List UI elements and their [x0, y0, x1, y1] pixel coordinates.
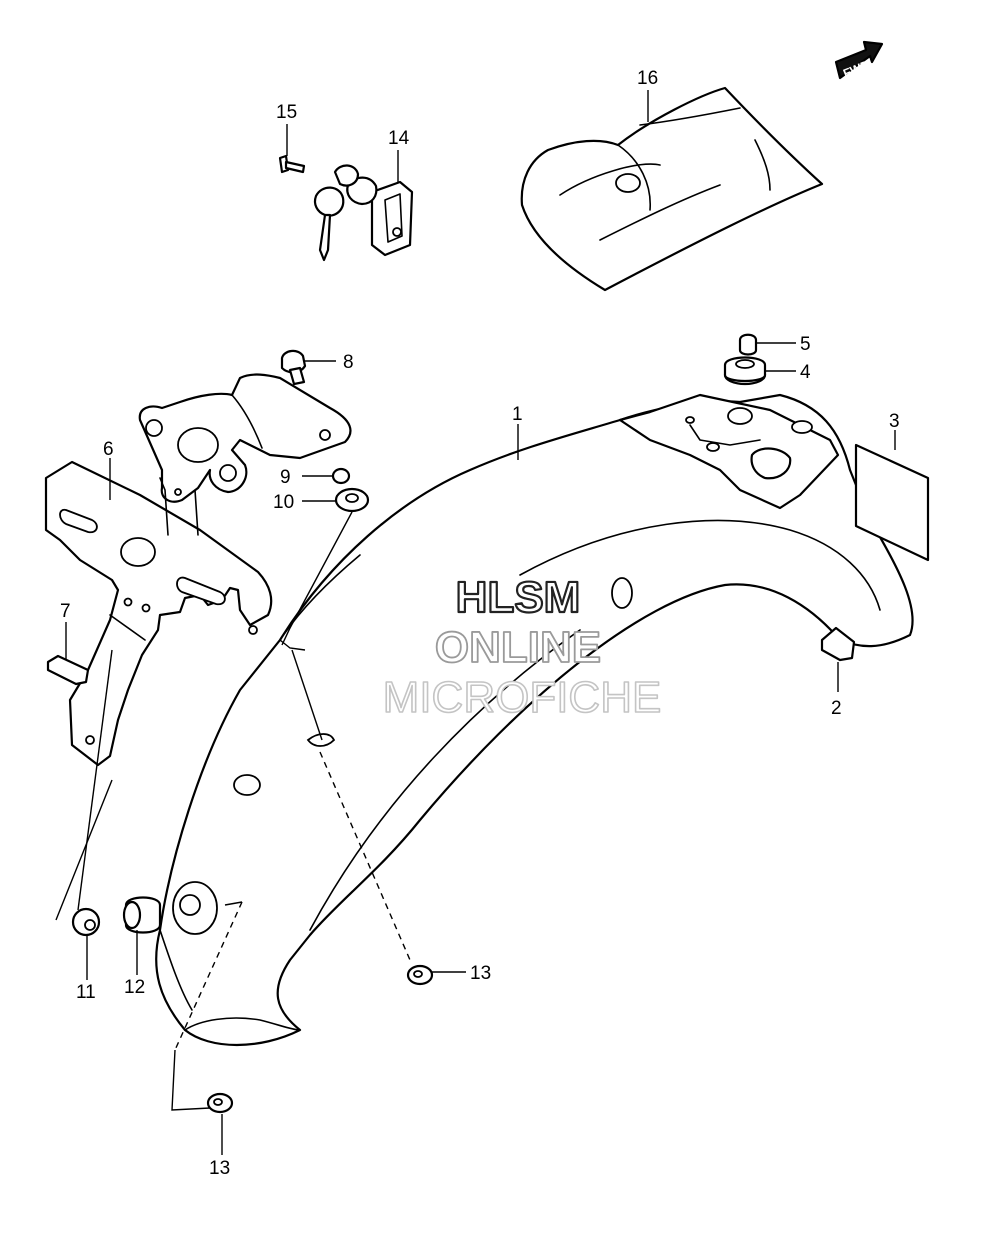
callout-leaders [65, 90, 896, 1155]
collar-part-5[interactable] [738, 333, 758, 356]
assembly-line [291, 649, 323, 741]
callout-15: 15 [276, 102, 297, 123]
callout-8: 8 [343, 352, 354, 373]
callout-13a: 13 [470, 963, 491, 984]
assembly-line [174, 901, 243, 1051]
grommet-part-10[interactable] [334, 487, 370, 513]
watermark-line-3: MICROFICHE [383, 673, 662, 722]
collar-part-9[interactable] [331, 467, 351, 485]
nut-part-13a[interactable] [406, 964, 434, 986]
plate-part-3[interactable] [854, 443, 930, 562]
watermark: HLSM ONLINE MICROFICHE [382, 572, 662, 723]
watermark-line-2: ONLINE [435, 623, 601, 672]
callout-13b: 13 [209, 1158, 230, 1179]
assembly-line [77, 649, 113, 911]
grommet-part-4[interactable] [723, 356, 767, 386]
callout-10: 10 [273, 492, 294, 513]
callout-12: 12 [124, 977, 145, 998]
mount-bracket [138, 373, 352, 503]
callout-14: 14 [388, 128, 410, 149]
callout-16: 16 [637, 68, 658, 89]
fwd-arrow-icon: FWD [834, 40, 884, 81]
screw-part-15[interactable] [278, 154, 306, 174]
callout-2: 2 [831, 698, 842, 719]
callout-3: 3 [889, 411, 900, 432]
seat-lock-part-14[interactable] [313, 164, 414, 262]
rear-fender-part-1[interactable] [155, 393, 914, 1047]
bolt-part-8[interactable] [280, 349, 307, 386]
assembly-line [281, 511, 353, 646]
assembly-line [171, 1049, 211, 1111]
cushion-part-12[interactable] [122, 896, 162, 934]
assembly-line [224, 901, 243, 906]
nut-part-13b[interactable] [206, 1092, 234, 1114]
washer-part-11[interactable] [71, 907, 101, 937]
callout-4: 4 [800, 362, 811, 383]
callout-1: 1 [512, 404, 523, 425]
reflector-part-2[interactable] [820, 626, 856, 662]
pad-part-7[interactable] [46, 654, 90, 686]
callout-11: 11 [76, 982, 96, 1003]
seat-cowl-part-16[interactable] [520, 86, 824, 292]
watermark-line-1: HLSM [456, 573, 581, 622]
callout-9: 9 [280, 467, 291, 488]
callout-7: 7 [60, 601, 71, 622]
callout-6: 6 [103, 439, 114, 460]
callout-5: 5 [800, 334, 811, 355]
assembly-line [55, 779, 113, 921]
assembly-line [319, 751, 411, 961]
plate-bracket-part-6[interactable] [44, 460, 273, 767]
